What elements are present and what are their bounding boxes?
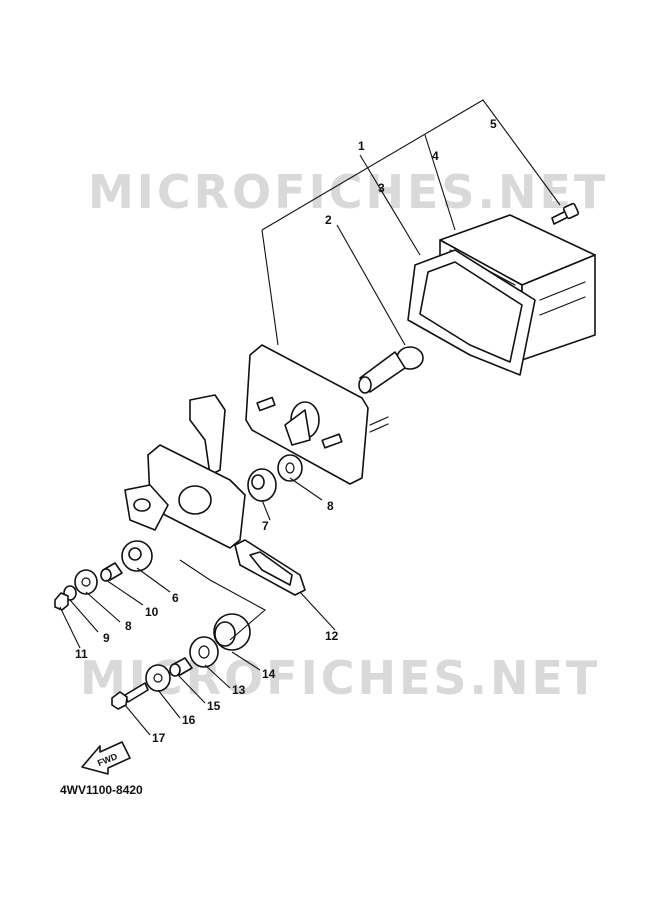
callout-8-left: 8	[125, 619, 132, 633]
callout-1: 1	[358, 139, 365, 153]
washer-16	[145, 664, 171, 692]
lamp-base-plate	[245, 344, 389, 485]
washer-13	[189, 636, 219, 668]
nut-11	[54, 592, 69, 611]
bolt-17	[111, 682, 149, 710]
callout-7: 7	[262, 519, 269, 533]
watermark-top: MICROFICHES.NET	[88, 165, 608, 219]
lamp-bracket	[124, 394, 306, 596]
callout-13: 13	[232, 683, 246, 697]
callout-5: 5	[490, 117, 497, 131]
lens-gasket	[407, 249, 536, 376]
callout-8-right: 8	[327, 499, 334, 513]
leader-lines	[59, 99, 561, 736]
callout-10: 10	[145, 605, 159, 619]
callout-15: 15	[207, 699, 221, 713]
collar-15	[169, 657, 193, 677]
forward-arrow: FWD	[81, 741, 131, 775]
callout-4: 4	[432, 149, 439, 163]
callout-16: 16	[182, 713, 196, 727]
callout-6: 6	[172, 591, 179, 605]
diagram-code: 4WV1100-8420	[60, 783, 143, 797]
lamp-screw	[551, 202, 580, 225]
callout-14: 14	[262, 667, 276, 681]
callout-2: 2	[325, 213, 332, 227]
callout-11: 11	[75, 647, 88, 661]
grommet-6	[121, 540, 153, 572]
callout-9: 9	[103, 631, 110, 645]
bulb	[358, 346, 424, 394]
washer-8-left	[74, 569, 98, 595]
grommet-7	[247, 468, 277, 502]
grommet-14	[213, 613, 251, 651]
callout-17: 17	[152, 731, 166, 745]
callout-12: 12	[325, 629, 339, 643]
callout-3: 3	[378, 181, 385, 195]
collar-10	[100, 562, 123, 582]
washer-8-right	[277, 454, 303, 482]
